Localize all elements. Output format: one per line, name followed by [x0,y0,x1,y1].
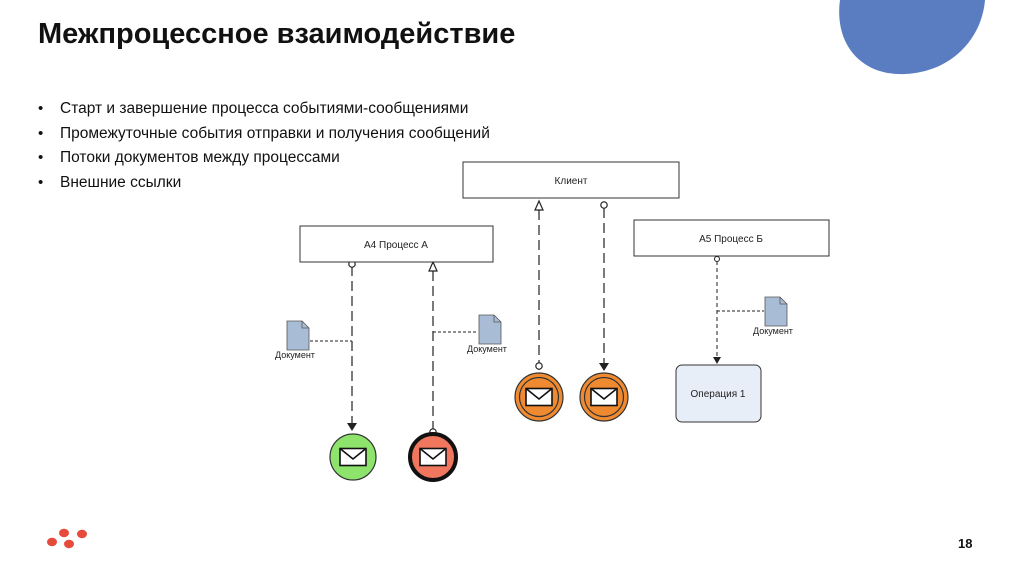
arrowhead-down [599,363,609,371]
operation-task[interactable]: Операция 1 [675,364,762,423]
process-b-label: А5 Процесс Б [699,234,763,245]
arrowhead-up-open [534,199,544,211]
bullet-item: Промежуточные события отправки и получен… [38,122,490,147]
document-icon [478,314,502,345]
message-flows [351,208,605,433]
bullet-item: Внешние ссылки [38,171,490,196]
bullet-item: Старт и завершение процесса событиями-со… [38,97,490,122]
end-message-event[interactable] [408,432,458,482]
process-b-pool[interactable]: А5 Процесс Б [633,219,830,257]
document-label: Документ [753,326,793,336]
intermediate-message-event[interactable] [579,372,629,422]
process-a-label: А4 Процесс А [364,240,428,251]
document-icon [764,296,788,327]
arrowhead-up-open [428,260,438,272]
page-number: 18 [958,536,973,551]
client-pool[interactable]: Клиент [462,161,680,199]
bullet-item: Потоки документов между процессами [38,146,490,171]
document-links [310,261,764,358]
document-label: Документ [467,344,507,354]
start-message-event[interactable] [329,433,377,481]
operation-label: Операция 1 [691,389,746,400]
bullet-list: Старт и завершение процесса событиями-со… [38,97,490,195]
flow-origin-dot [600,201,608,209]
flow-origin-dot [535,362,543,370]
arrowhead-down [347,423,357,431]
arrowhead-down [713,357,721,364]
logo [47,528,87,549]
flow-origin-dot [714,256,720,262]
page-title: Межпроцессное взаимодействие [38,18,516,50]
decorative-blob [839,0,985,75]
process-a-pool[interactable]: А4 Процесс А [299,225,494,263]
intermediate-message-event[interactable] [514,372,564,422]
document-icon [286,320,310,351]
client-label: Клиент [555,176,588,187]
document-label: Документ [275,350,315,360]
